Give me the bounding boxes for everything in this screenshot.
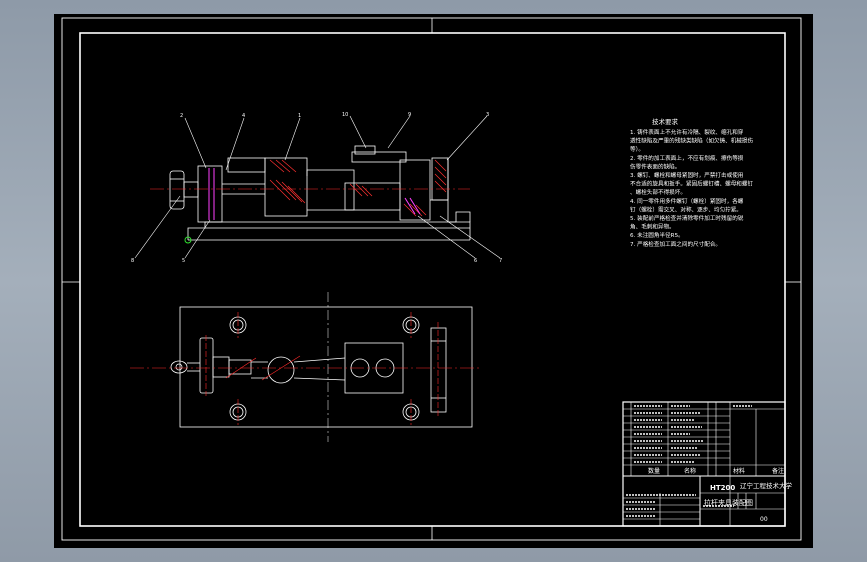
requirement-item: 7. 严格检查加工面之间的尺寸配合。 — [630, 240, 721, 248]
centering-marks — [62, 18, 801, 540]
header-name: 名称 — [684, 467, 696, 475]
title-block — [622, 401, 786, 527]
inner-frame — [79, 32, 786, 527]
front-view-section — [169, 145, 471, 241]
requirements-title: 技术要求 — [652, 117, 679, 126]
drawing-sheet — [54, 14, 813, 548]
part-balloons: 2 4 1 10 9 3 8 5 6 7 — [131, 112, 502, 264]
requirement-item: 6. 未注圆角半径R5。 — [630, 231, 684, 239]
balloon-label: 9 — [408, 112, 411, 118]
top-view-red-lines — [130, 312, 480, 425]
drawing-title: 拉杆夹具装配图 — [704, 498, 753, 507]
green-marker — [184, 236, 192, 244]
balloon-label: 3 — [486, 112, 489, 118]
drawing-code: 00 — [760, 516, 768, 523]
title-block-text: 数量 名称 材料 备注 HT200 辽宁工程技术大学 拉杆夹具装配图 00 — [648, 467, 793, 523]
balloon-label: 4 — [242, 113, 245, 119]
requirement-item: 5. 装配前严格检查并清除零件加工时残留的锐角、毛刺和异物。 — [630, 214, 744, 231]
header-note: 备注 — [772, 467, 784, 475]
balloon-label: 10 — [342, 112, 348, 118]
school-name: 辽宁工程技术大学 — [740, 481, 793, 490]
leader-lines — [134, 115, 501, 259]
highlight-parts — [208, 168, 421, 220]
balloon-label: 7 — [499, 258, 502, 264]
balloon-label: 2 — [180, 113, 183, 119]
outer-border — [61, 17, 802, 541]
header-quantity: 数量 — [648, 467, 660, 475]
balloon-label: 6 — [474, 258, 477, 264]
requirement-item: 3. 螺钉、螺栓和螺母紧固时，严禁打击或使用不合适的旋具和扳手。紧固后螺钉槽、螺… — [630, 171, 753, 196]
parts-list-entries — [626, 405, 752, 517]
balloon-label: 1 — [298, 113, 301, 119]
requirement-item: 4. 同一零件用多件螺钉（螺栓）紧固时，各螺钉（螺栓）需交叉、对称、逐步、均匀拧… — [630, 197, 744, 214]
technical-requirements: 技术要求 1. 铸件表面上不允许有冷隔、裂纹、缩孔和穿透性缺陷及严重的残缺类缺陷… — [630, 117, 753, 248]
scale-material: HT200 — [710, 484, 735, 492]
section-hatching — [269, 159, 447, 217]
balloon-label: 8 — [131, 258, 134, 264]
balloon-label: 5 — [182, 258, 185, 264]
header-material: 材料 — [733, 467, 745, 475]
requirement-item: 2. 零件的加工表面上，不应有划痕、擦伤等损伤零件表面的缺陷。 — [630, 154, 744, 171]
requirement-item: 1. 铸件表面上不允许有冷隔、裂纹、缩孔和穿透性缺陷及严重的残缺类缺陷（如欠铸、… — [630, 128, 753, 153]
